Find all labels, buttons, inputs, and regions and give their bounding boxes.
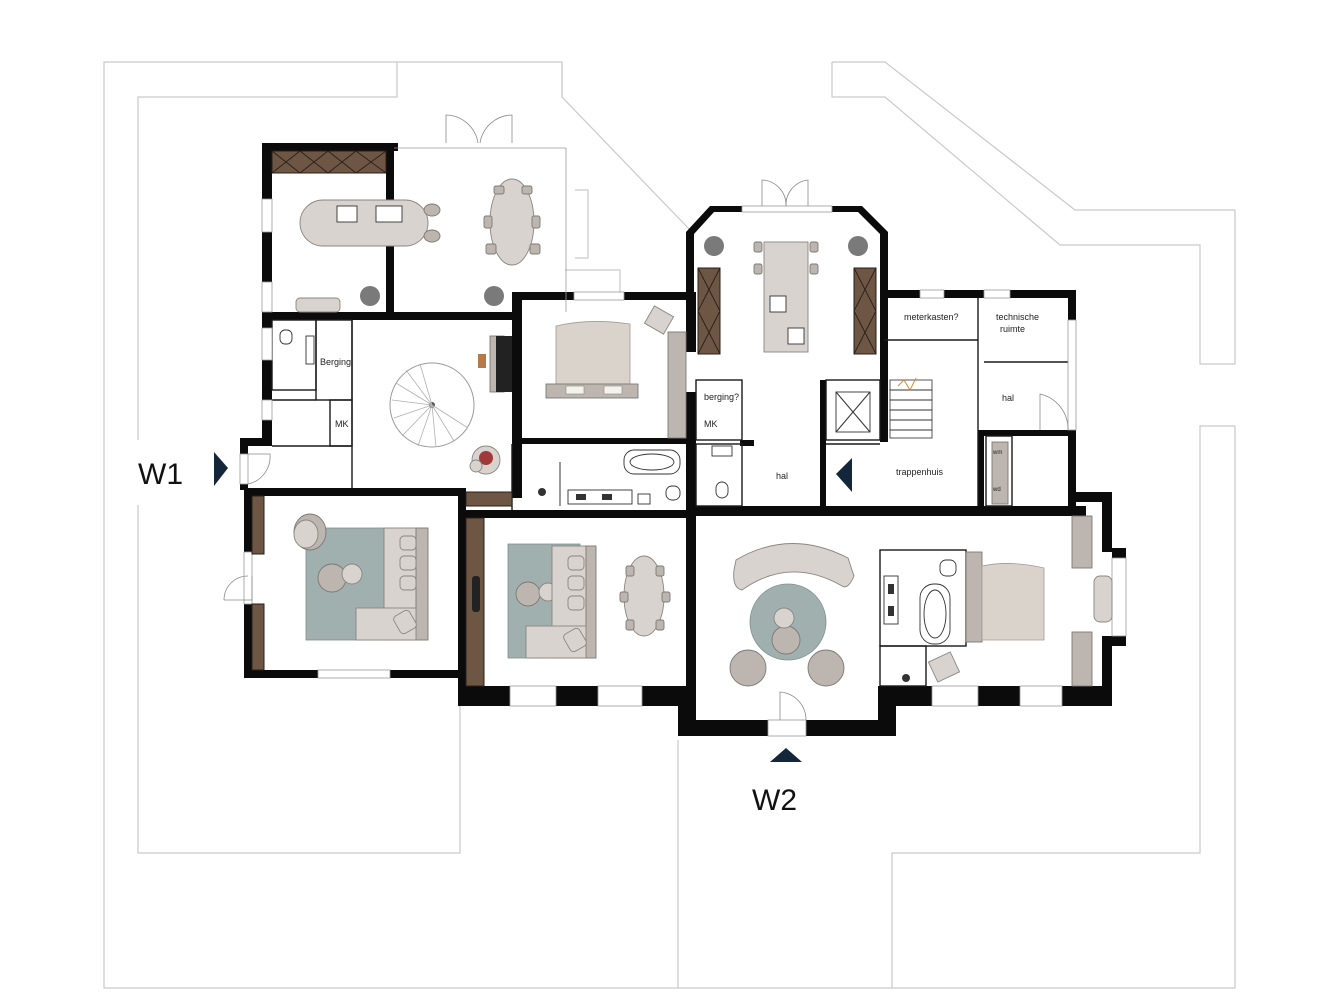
view-markers: W1 W2 — [138, 452, 852, 817]
marker-w2-arrow — [770, 748, 802, 762]
label-hal-right: hal — [1002, 393, 1014, 403]
site-outline — [103, 61, 1236, 989]
furniture — [279, 178, 1113, 687]
room-labels: Berging MK berging? MK meterkasten? tech… — [320, 312, 1039, 493]
walls — [240, 143, 1126, 736]
label-trappenhuis: trappenhuis — [896, 467, 944, 477]
label-wd: wd — [992, 487, 1001, 493]
hall-arrow — [836, 458, 852, 492]
label-hal-center: hal — [776, 471, 788, 481]
marker-w2-label: W2 — [752, 784, 797, 817]
cabinets — [251, 150, 1093, 687]
doors — [223, 114, 1069, 721]
label-berging-q: berging? — [704, 392, 739, 402]
label-berging: Berging — [320, 357, 351, 367]
label-meterkasten: meterkasten? — [904, 312, 959, 322]
marker-w1-arrow — [214, 452, 228, 486]
label-ruimte: ruimte — [1000, 324, 1025, 334]
marker-w1-label: W1 — [138, 458, 183, 491]
label-mk-right: MK — [704, 419, 718, 429]
windows — [239, 147, 1127, 737]
label-technische: technische — [996, 312, 1039, 322]
straight-staircase — [889, 377, 933, 439]
spiral-staircase — [389, 362, 475, 448]
label-mk-left: MK — [335, 419, 349, 429]
label-wm: wm — [992, 450, 1002, 456]
